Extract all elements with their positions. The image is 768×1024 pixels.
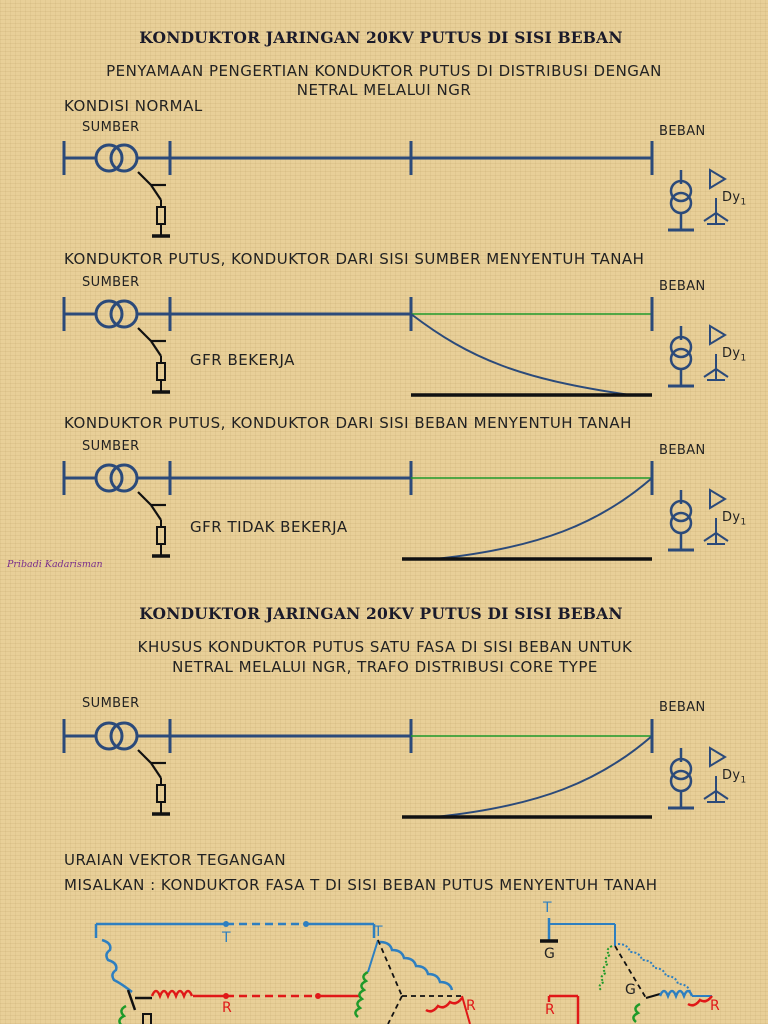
gfr-not-works-label: GFR TIDAK BEKERJA — [190, 518, 348, 536]
vector-label-r-4: R — [710, 998, 721, 1014]
vector-label-g-1: G — [544, 946, 556, 962]
trafo-vector-group-2: Dy1 — [722, 346, 747, 364]
vector-label-r-3: R — [545, 1002, 556, 1018]
vector-label-g-2: G — [625, 982, 637, 998]
single-line-source-side-fault — [62, 295, 730, 397]
section-load-side-heading: KONDUKTOR PUTUS, KONDUKTOR DARI SISI BEB… — [64, 414, 632, 432]
load-label-2: BEBAN — [659, 279, 706, 294]
slide2-subtitle-line2: NETRAL MELALUI NGR, TRAFO DISTRIBUSI COR… — [172, 658, 598, 676]
vector-label-t-3: T — [543, 900, 552, 916]
slide2-title: KONDUKTOR JARINGAN 20KV PUTUS DI SISI BE… — [139, 604, 623, 623]
source-label-3: SUMBER — [82, 439, 140, 454]
single-line-core-type — [62, 717, 730, 819]
vector-diagram-left — [94, 921, 376, 1024]
slide2-subtitle-line1: KHUSUS KONDUKTOR PUTUS SATU FASA DI SISI… — [137, 638, 633, 656]
vector-label-t-1: T — [222, 930, 231, 946]
vector-label-r-1: R — [222, 1000, 233, 1016]
slide1-subtitle-line1: PENYAMAAN PENGERTIAN KONDUKTOR PUTUS DI … — [106, 62, 662, 80]
trafo-vector-group-4: Dy1 — [722, 768, 747, 786]
section-source-side-heading: KONDUKTOR PUTUS, KONDUKTOR DARI SISI SUM… — [64, 250, 645, 268]
load-label-3: BEBAN — [659, 443, 706, 458]
vector-diagram-load-delta — [354, 939, 471, 1024]
source-label-1: SUMBER — [82, 120, 140, 135]
source-label-2: SUMBER — [82, 275, 140, 290]
vector-heading: URAIAN VEKTOR TEGANGAN — [64, 851, 287, 869]
vector-label-r-2: R — [466, 998, 477, 1014]
single-line-load-side-fault — [62, 459, 730, 561]
load-label-1: BEBAN — [659, 124, 706, 139]
author-credit: Pribadi Kadarisman — [7, 559, 103, 570]
slide1-title: KONDUKTOR JARINGAN 20KV PUTUS DI SISI BE… — [139, 28, 623, 47]
slide1-subtitle-line2: NETRAL MELALUI NGR — [296, 81, 472, 99]
example-text: MISALKAN : KONDUKTOR FASA T DI SISI BEBA… — [64, 876, 658, 894]
trafo-vector-group-1: Dy1 — [722, 190, 747, 208]
vector-label-t-2: T — [374, 924, 383, 940]
gfr-works-label: GFR BEKERJA — [190, 351, 295, 369]
trafo-vector-group-3: Dy1 — [722, 510, 747, 528]
single-line-normal — [62, 139, 730, 238]
section-normal-heading: KONDISI NORMAL — [64, 97, 203, 115]
load-label-4: BEBAN — [659, 700, 706, 715]
source-label-4: SUMBER — [82, 696, 140, 711]
vector-diagram-right — [540, 918, 713, 1024]
